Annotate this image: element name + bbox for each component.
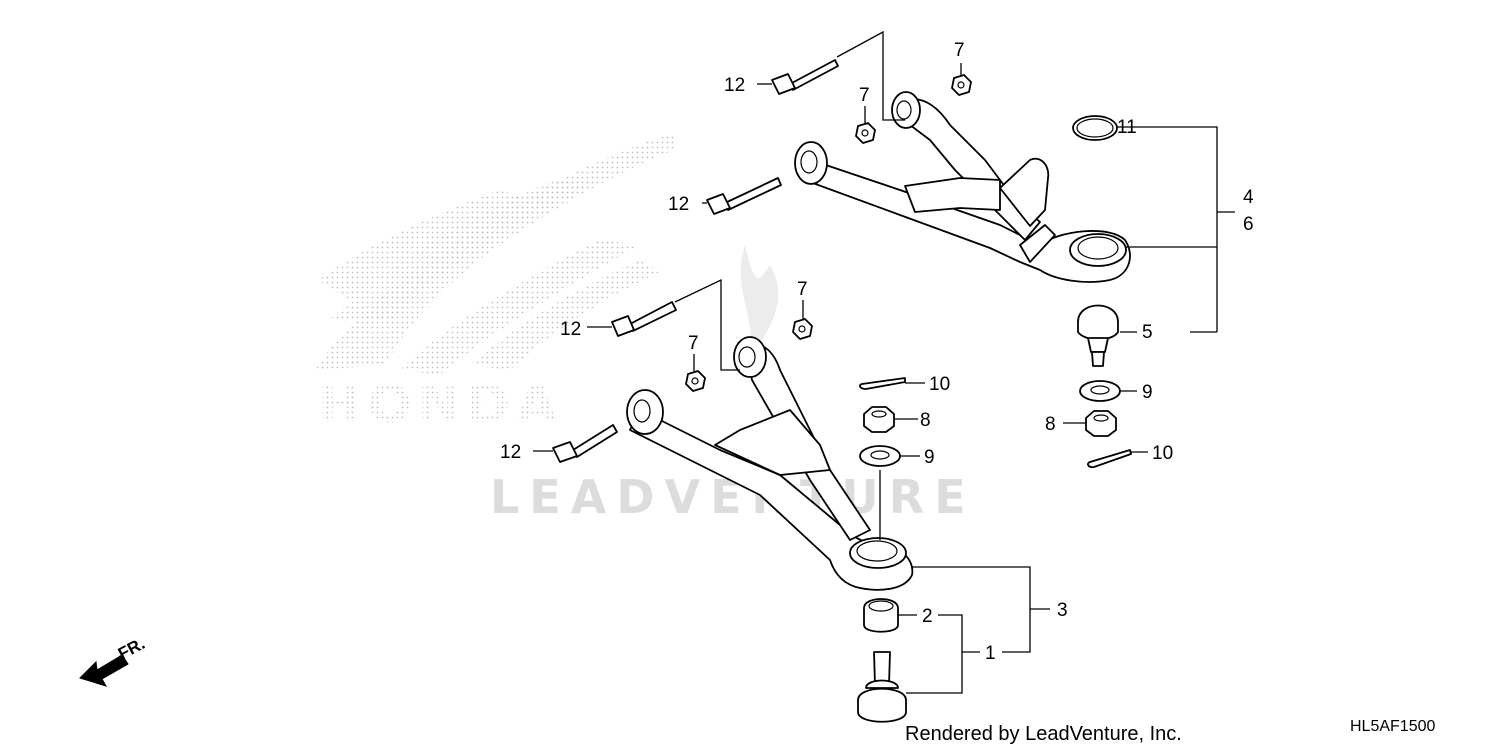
callout-8[interactable]: 8	[920, 410, 931, 431]
callout-2[interactable]: 2	[922, 606, 933, 627]
callout-4[interactable]: 4	[1243, 187, 1254, 208]
nut-upper-left[interactable]	[855, 122, 876, 144]
callout-labels: 12 12 12 12 7 7 7 7 11 4 6 5 9 8 10 10 8…	[500, 40, 1254, 664]
dust-seal[interactable]	[863, 598, 899, 633]
nut-lower-right[interactable]	[792, 318, 813, 340]
bolt-upper-rear[interactable]	[771, 59, 839, 95]
bolt-lower-front[interactable]	[552, 424, 618, 463]
callout-6[interactable]: 6	[1243, 214, 1254, 235]
callout-12[interactable]: 12	[560, 319, 581, 340]
front-direction-marker: FR.	[79, 634, 148, 687]
bolt-lower-rear[interactable]	[611, 301, 677, 337]
callout-7[interactable]: 7	[954, 40, 965, 61]
leader-lines	[533, 30, 1235, 694]
castle-nut-left[interactable]	[863, 406, 895, 433]
callout-12[interactable]: 12	[724, 75, 745, 96]
lower-ball-joint[interactable]	[857, 651, 907, 723]
honda-brand-text: HONDA	[318, 375, 563, 435]
nut-lower-left[interactable]	[685, 370, 706, 392]
washer-right[interactable]	[1079, 380, 1121, 402]
callout-3[interactable]: 3	[1057, 600, 1068, 621]
callout-7[interactable]: 7	[859, 85, 870, 106]
callout-1[interactable]: 1	[985, 643, 996, 664]
callout-7[interactable]: 7	[688, 333, 699, 354]
honda-wing-watermark: HONDA	[315, 133, 675, 435]
castle-nut-right[interactable]	[1085, 410, 1117, 437]
cotter-pin-right[interactable]	[1087, 449, 1132, 469]
bolt-upper-front[interactable]	[706, 177, 782, 215]
callout-9[interactable]: 9	[1142, 382, 1153, 403]
diagram-code: HL5AF1500	[1350, 718, 1435, 735]
upper-ball-joint[interactable]	[1077, 304, 1119, 367]
cotter-pin-left[interactable]	[859, 377, 906, 390]
callout-11[interactable]: 11	[1117, 117, 1137, 138]
callout-7[interactable]: 7	[797, 279, 808, 300]
callout-12[interactable]: 12	[500, 442, 521, 463]
rendered-by-text: Rendered by LeadVenture, Inc.	[905, 723, 1182, 745]
nut-upper-right[interactable]	[951, 74, 972, 96]
callout-9[interactable]: 9	[924, 447, 935, 468]
circlip[interactable]	[1072, 115, 1118, 141]
callout-5[interactable]: 5	[1142, 322, 1153, 343]
washer-left[interactable]	[859, 445, 901, 467]
callout-8[interactable]: 8	[1045, 414, 1056, 435]
lower-arm[interactable]	[626, 336, 914, 591]
callout-12[interactable]: 12	[668, 194, 689, 215]
arrow-left-icon	[79, 654, 129, 687]
callout-10[interactable]: 10	[1152, 443, 1173, 464]
callout-10[interactable]: 10	[929, 374, 950, 395]
upper-arm[interactable]	[794, 91, 1131, 283]
